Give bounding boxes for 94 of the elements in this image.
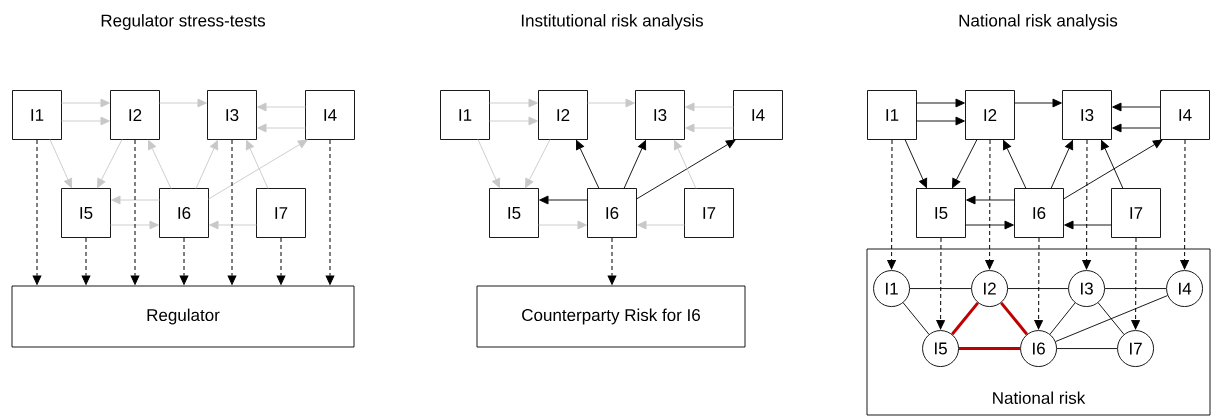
risk-box: Regulator — [11, 285, 355, 348]
institution-box: I7 — [684, 188, 734, 238]
arrow — [916, 116, 965, 126]
connector-line — [1097, 302, 1125, 335]
arrow — [887, 139, 896, 270]
arrow — [477, 139, 501, 188]
institution-box: I6 — [159, 188, 209, 238]
institution-box: I3 — [1062, 90, 1112, 140]
connector-line — [1007, 288, 1069, 289]
arrow — [1112, 102, 1161, 112]
arrow — [1064, 220, 1112, 230]
arrow — [576, 140, 600, 189]
arrow — [1034, 237, 1043, 330]
arrow — [489, 98, 538, 108]
panel-title: Institutional risk analysis — [521, 14, 703, 30]
institution-box: I2 — [965, 90, 1015, 140]
arrow — [1112, 123, 1161, 133]
institution-box: I6 — [587, 188, 637, 238]
connector-line — [1055, 295, 1168, 342]
arrow — [49, 139, 73, 188]
institution-box: I4 — [733, 90, 783, 140]
arrow — [245, 140, 269, 189]
institution-box: I6 — [1014, 188, 1064, 238]
arrow — [209, 220, 257, 230]
panel-title: National risk analysis — [959, 14, 1118, 30]
arrow — [159, 98, 207, 108]
connector-line — [951, 301, 980, 336]
arrow — [208, 139, 308, 200]
arrow — [539, 195, 588, 205]
arrow — [525, 139, 551, 188]
arrow — [1003, 140, 1027, 189]
arrow — [1014, 98, 1062, 108]
arrow — [966, 195, 1015, 205]
institution-box: I3 — [635, 90, 685, 140]
arrow — [1100, 140, 1124, 189]
institution-box: I5 — [916, 188, 966, 238]
arrow — [685, 123, 734, 133]
arrow — [325, 139, 335, 285]
arrow — [538, 220, 587, 230]
arrow — [257, 102, 306, 112]
arrow — [81, 237, 91, 285]
arrow — [673, 140, 697, 189]
connector-line — [1000, 301, 1029, 336]
institution-box: I1 — [12, 90, 62, 140]
arrow — [257, 123, 306, 133]
arrow — [61, 116, 110, 126]
arrow — [1063, 139, 1163, 200]
arrow — [148, 140, 172, 189]
institution-box: I5 — [489, 188, 539, 238]
institution-box: I5 — [61, 188, 111, 238]
institution-box: I1 — [867, 90, 917, 140]
arrow — [637, 220, 685, 230]
arrow — [111, 195, 160, 205]
arrow — [916, 98, 965, 108]
arrow — [936, 237, 945, 330]
arrow — [61, 98, 110, 108]
arrow — [195, 140, 219, 189]
arrow — [636, 139, 736, 200]
arrow — [227, 139, 237, 285]
arrow — [1082, 139, 1091, 270]
arrow — [110, 220, 159, 230]
arrow — [1050, 140, 1074, 189]
arrow — [1131, 237, 1140, 330]
arrow — [965, 220, 1014, 230]
arrow — [623, 140, 647, 189]
connector-line — [959, 347, 1021, 351]
arrow — [685, 102, 734, 112]
institution-box: I7 — [1111, 188, 1161, 238]
arrow — [587, 98, 635, 108]
arrow — [276, 237, 286, 285]
connector-line — [1056, 348, 1118, 349]
arrow — [607, 237, 617, 285]
arrow — [904, 139, 928, 188]
risk-box: Counterparty Risk for I6 — [476, 285, 746, 348]
institution-box: I7 — [256, 188, 306, 238]
institution-box: I4 — [305, 90, 355, 140]
arrow — [489, 116, 538, 126]
arrow — [952, 139, 978, 188]
panel-title: Regulator stress-tests — [101, 14, 266, 30]
arrow — [130, 139, 140, 285]
connector-line — [1049, 302, 1076, 335]
arrow — [97, 139, 123, 188]
connector-line — [909, 288, 972, 289]
connector-line — [1104, 288, 1167, 289]
connector-line — [902, 302, 930, 335]
institution-box: I2 — [110, 90, 160, 140]
arrow — [179, 237, 189, 285]
institution-box: I3 — [207, 90, 257, 140]
arrow — [1180, 139, 1189, 270]
institution-box: I2 — [538, 90, 588, 140]
institution-box: I4 — [1160, 90, 1210, 140]
arrow — [32, 139, 42, 285]
arrow — [985, 139, 994, 270]
institution-box: I1 — [440, 90, 490, 140]
